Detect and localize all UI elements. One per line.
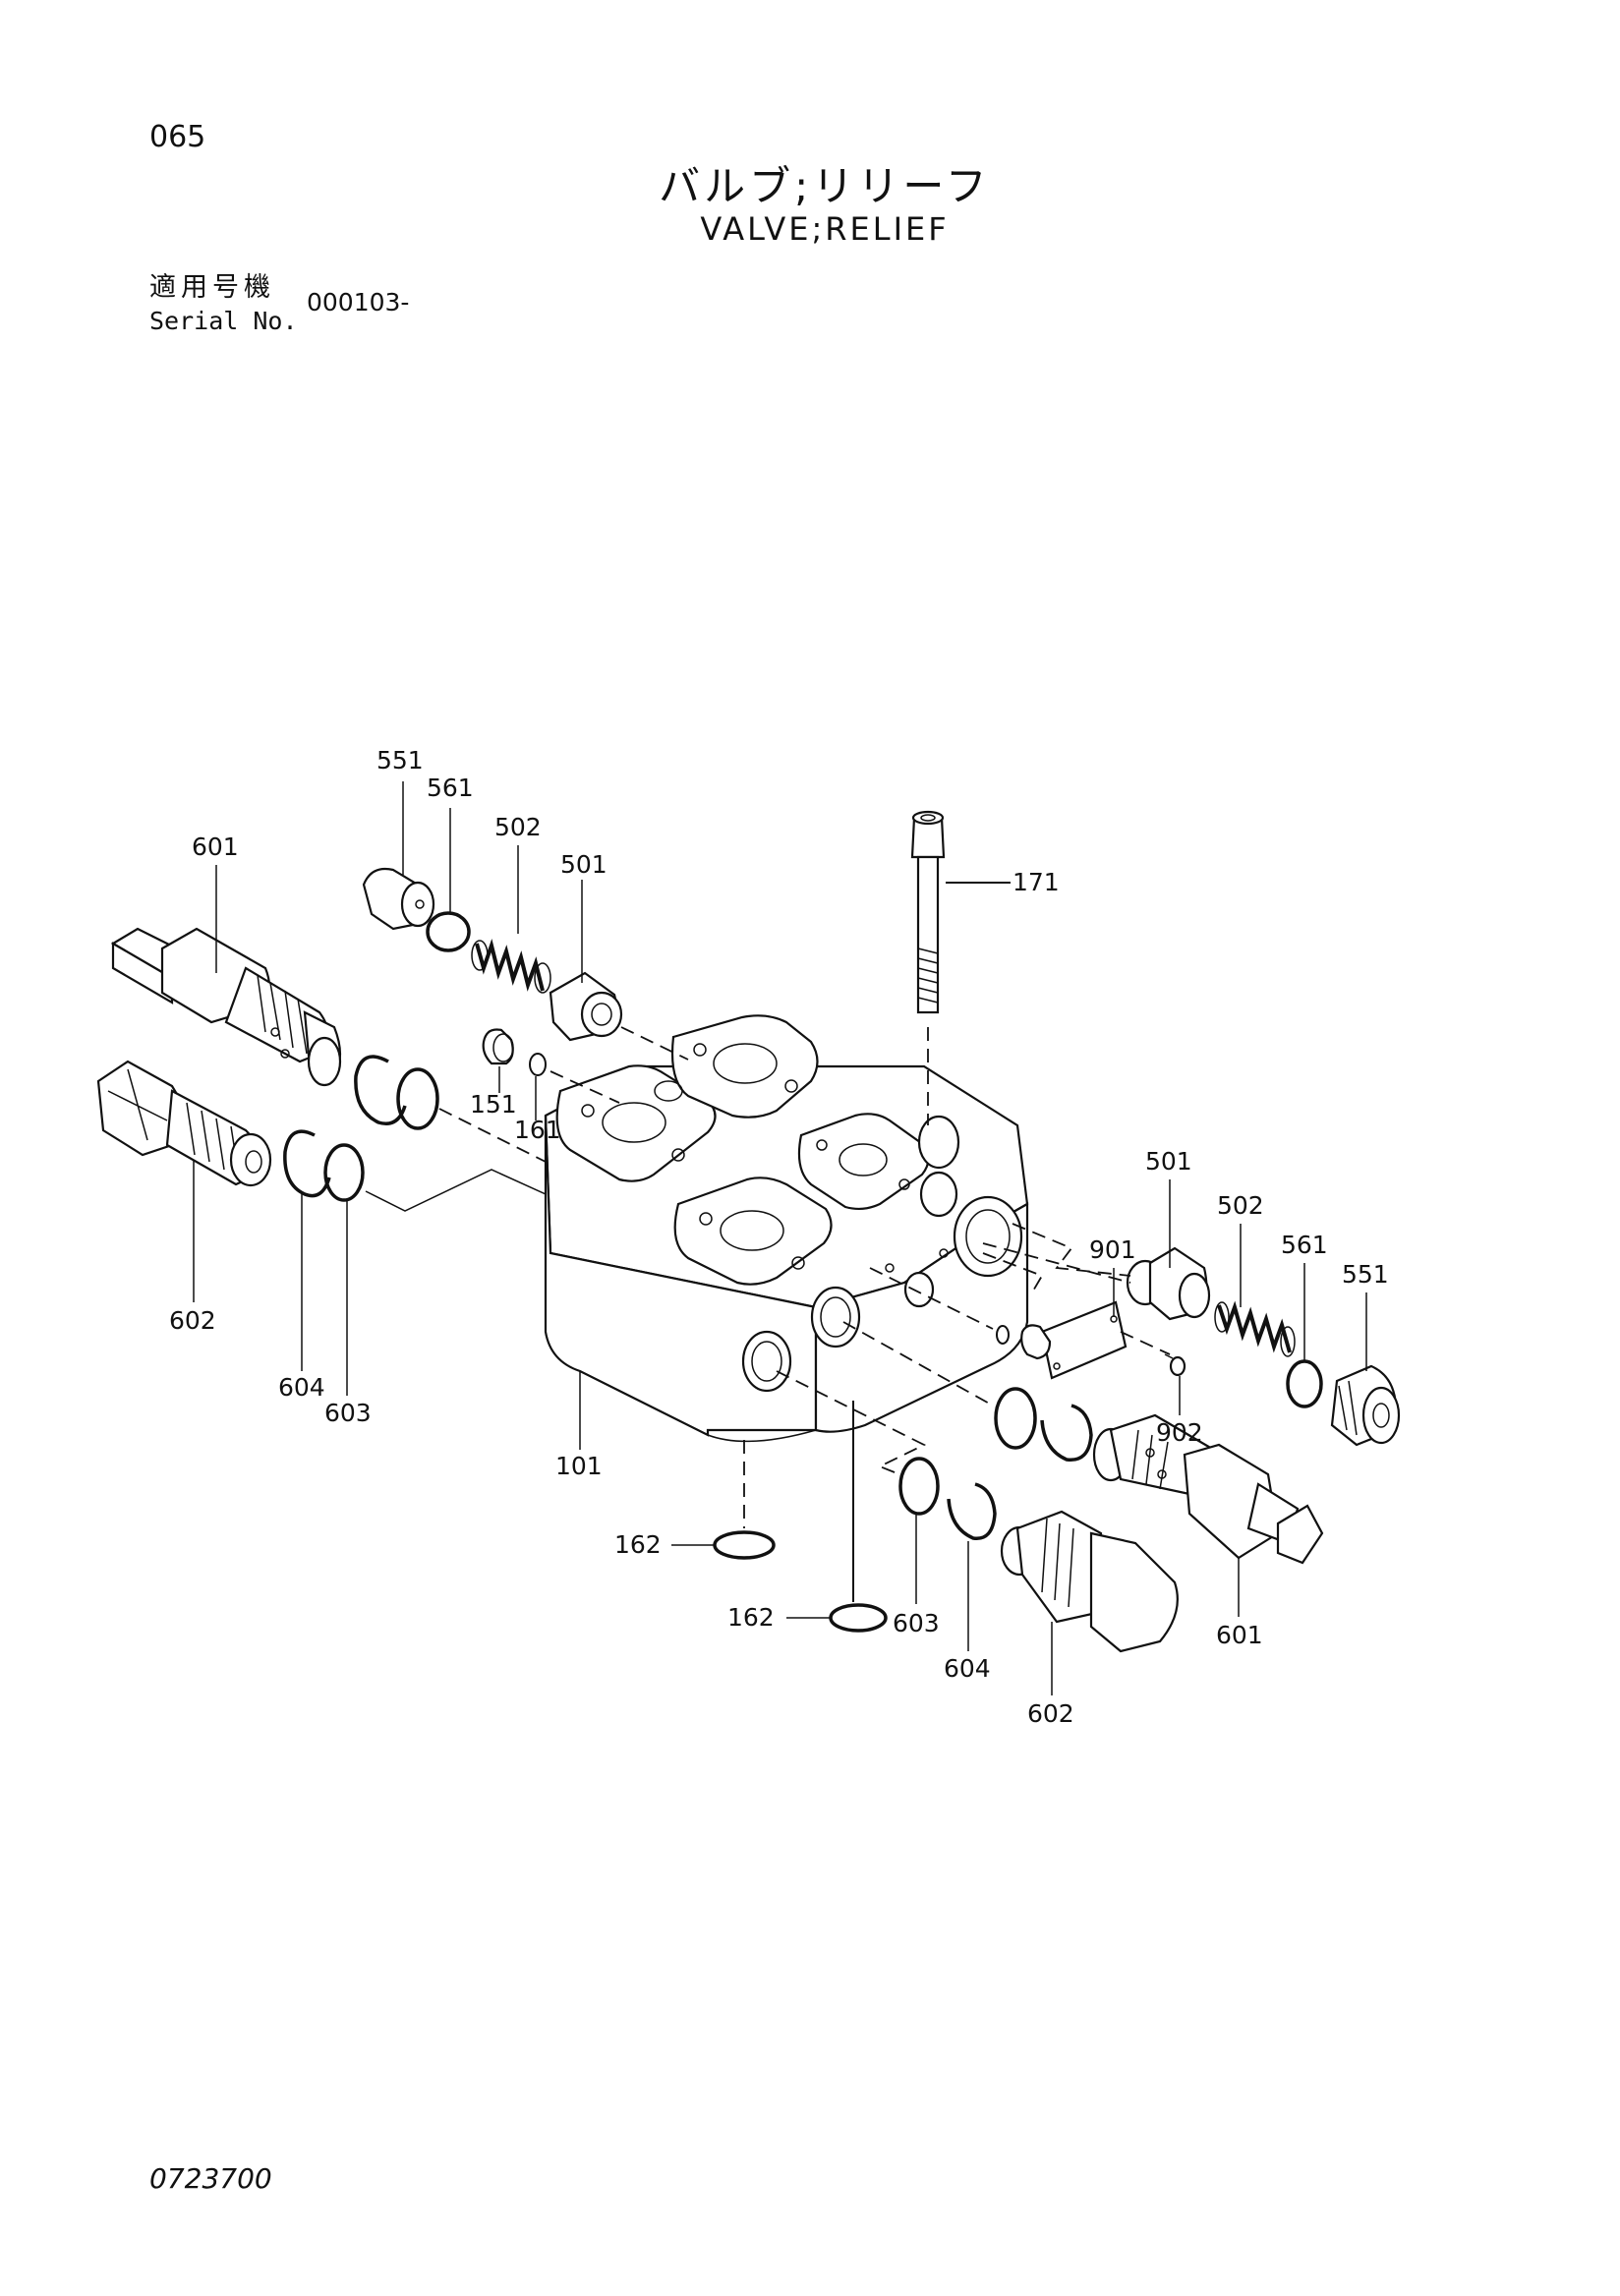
page-number: 065 (149, 120, 206, 154)
o-ring-603-left-upper (396, 1067, 439, 1130)
plug-151 (482, 1028, 514, 1065)
callout-502-right: 502 (1217, 1191, 1264, 1220)
relief-cartridge-601-right (1092, 1413, 1324, 1565)
callout-601-right: 601 (1216, 1621, 1263, 1649)
plug-602-left (96, 1060, 272, 1187)
plug-551-right (1330, 1364, 1401, 1447)
backup-ring-604-left-lower (283, 1129, 331, 1198)
relief-cartridge-601-left (110, 927, 342, 1087)
small-plug-right (996, 1324, 1052, 1360)
callout-501-right: 501 (1145, 1147, 1192, 1176)
valve-body-101 (544, 1014, 1029, 1443)
callout-603-right: 603 (893, 1609, 940, 1637)
document-number: 0723700 (149, 2162, 272, 2195)
title-english: VALVE;RELIEF (700, 210, 950, 248)
bolt-171 (910, 810, 946, 1125)
callout-labels: 551 561 502 501 601 171 151 161 602 604 … (169, 746, 1389, 1728)
callout-101: 101 (555, 1452, 603, 1480)
serial-label-english: Serial No. (149, 307, 298, 335)
callout-901: 901 (1089, 1235, 1136, 1264)
callout-501-upper: 501 (560, 850, 608, 879)
callout-602-left: 602 (169, 1306, 216, 1335)
callout-561-upper: 561 (427, 774, 474, 802)
o-ring-561-upper (426, 911, 471, 952)
spring-502-upper (471, 939, 551, 994)
callout-602-right: 602 (1027, 1699, 1074, 1728)
o-ring-161 (529, 1053, 547, 1076)
piston-501-right (1126, 1246, 1211, 1321)
callout-551-right: 551 (1342, 1260, 1389, 1289)
screw-902 (1164, 1353, 1186, 1377)
o-ring-561-right (1286, 1359, 1323, 1408)
title-japanese: バルブ;リリーフ (659, 162, 991, 210)
callout-151: 151 (470, 1090, 517, 1119)
callout-551-upper: 551 (376, 746, 424, 775)
serial-label-japanese: 適用号機 (149, 272, 275, 303)
plug-551-upper (362, 867, 435, 931)
piston-501-upper (549, 971, 623, 1042)
leader-lines (193, 781, 1367, 1695)
callout-161: 161 (514, 1116, 561, 1144)
callout-902: 902 (1156, 1418, 1203, 1447)
backup-ring-604-right-upper (1040, 1404, 1093, 1463)
o-ring-162-upper (713, 1530, 776, 1560)
callout-162-upper: 162 (614, 1530, 662, 1559)
backup-ring-604-right-lower (947, 1482, 997, 1541)
spring-502-right (1214, 1300, 1296, 1357)
serial-number-value: 000103- (307, 288, 410, 316)
callout-171: 171 (1012, 868, 1060, 896)
callout-561-right: 561 (1281, 1231, 1328, 1259)
o-ring-603-left-lower (323, 1143, 365, 1202)
callout-603-left: 603 (324, 1399, 372, 1427)
backup-ring-604-left-upper (354, 1055, 407, 1125)
callout-604-right: 604 (944, 1654, 991, 1683)
callout-502-upper: 502 (494, 813, 542, 841)
callout-604-left: 604 (278, 1373, 325, 1402)
callout-162-lower: 162 (727, 1603, 775, 1632)
o-ring-603-right-lower (898, 1457, 940, 1516)
o-ring-603-right-upper (994, 1387, 1037, 1450)
callout-601-left: 601 (192, 832, 239, 861)
plug-602-right (1000, 1510, 1179, 1653)
o-ring-162-lower (829, 1603, 888, 1633)
